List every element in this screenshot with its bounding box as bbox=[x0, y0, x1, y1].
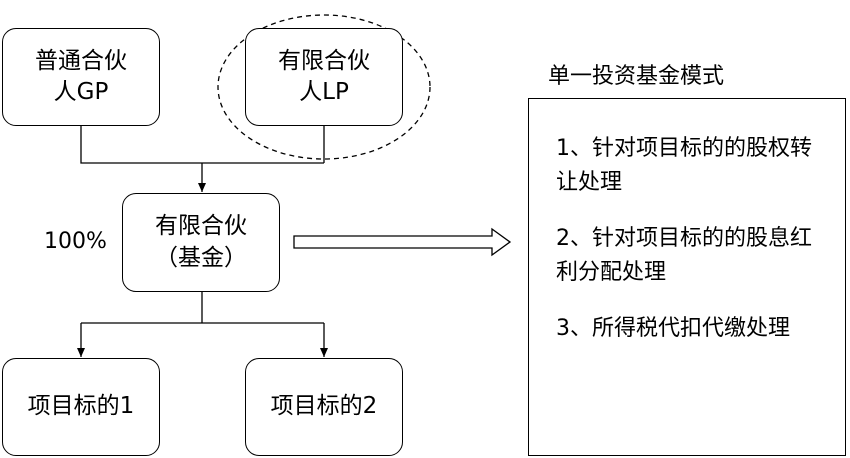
target-1-label: 项目标的1 bbox=[27, 393, 135, 420]
lp-highlight-ellipse bbox=[217, 14, 431, 160]
fund-label-line2: （基金） bbox=[155, 244, 247, 271]
fund-box: 有限合伙 （基金） bbox=[122, 193, 280, 292]
ownership-percentage: 100% bbox=[44, 229, 107, 254]
gp-label-line1: 普通合伙 bbox=[35, 47, 127, 74]
fund-outflow-connector bbox=[81, 292, 324, 324]
target-2-box: 项目标的2 bbox=[245, 358, 403, 456]
lp-label-line2: 人LP bbox=[299, 79, 349, 105]
mode-description-box: 1、针对项目标的的股权转让处理 2、针对项目标的的股息红利分配处理 3、所得税代… bbox=[528, 98, 846, 456]
limited-partner-box: 有限合伙 人LP bbox=[245, 28, 403, 126]
gp-label-line2: 人GP bbox=[53, 79, 109, 105]
target-1-box: 项目标的1 bbox=[2, 358, 160, 456]
fund-label-line1: 有限合伙 bbox=[155, 213, 247, 240]
mode-item: 2、针对项目标的的股息红利分配处理 bbox=[556, 226, 812, 286]
general-partner-box: 普通合伙 人GP bbox=[2, 28, 160, 126]
mode-block-arrow bbox=[293, 227, 512, 257]
gp-connector bbox=[80, 126, 324, 164]
target-2-label: 项目标的2 bbox=[270, 393, 378, 420]
mode-item: 1、针对项目标的的股权转让处理 bbox=[556, 136, 812, 196]
mode-item: 3、所得税代扣代缴处理 bbox=[556, 316, 790, 341]
lp-label-line1: 有限合伙 bbox=[278, 47, 370, 74]
mode-title: 单一投资基金模式 bbox=[548, 64, 725, 89]
